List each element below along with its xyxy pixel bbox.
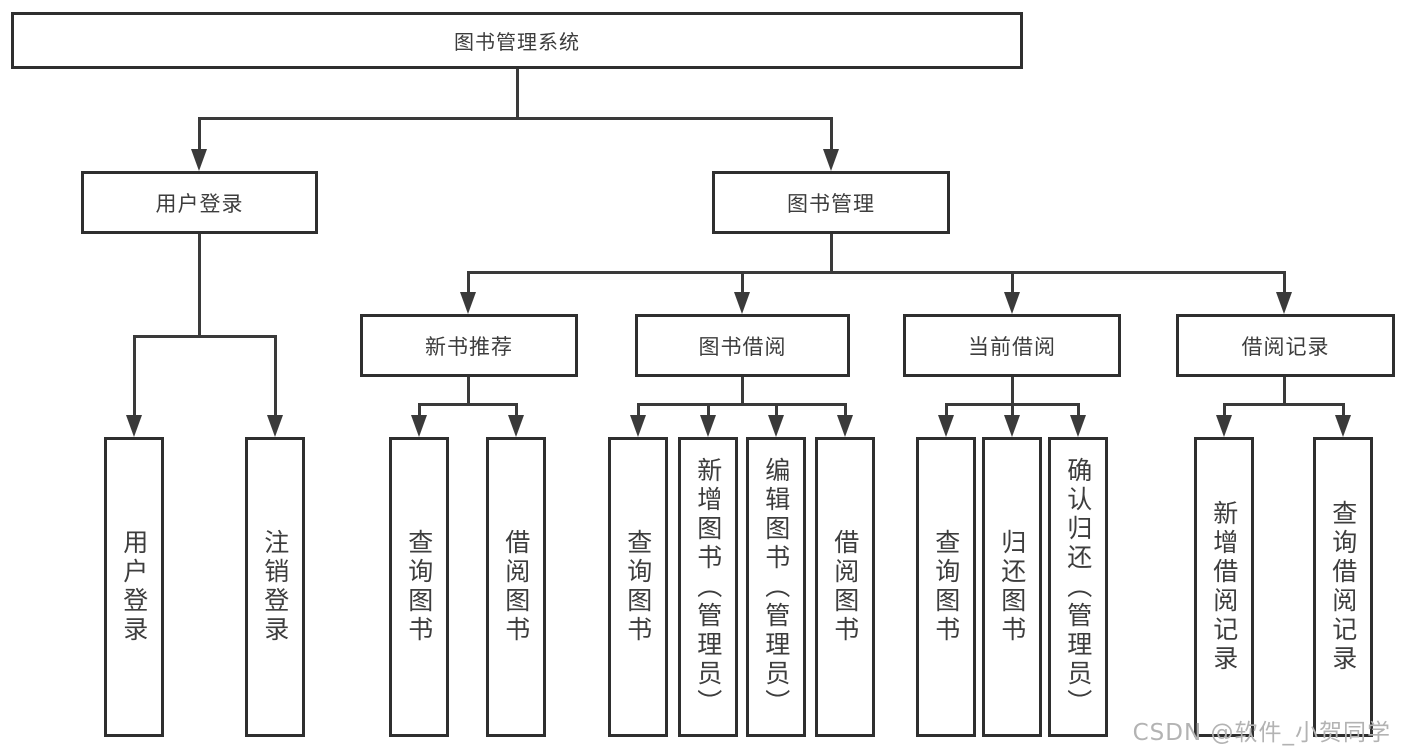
leaf-newbooks-query: 查询图书 (389, 437, 449, 737)
node-user-login-label: 用户登录 (155, 191, 244, 216)
arrowhead-icon (411, 415, 427, 437)
node-borrow-records: 借阅记录 (1176, 314, 1395, 377)
leaf-current-query-label: 查询图书 (931, 529, 961, 645)
connector-line (197, 116, 833, 120)
arrowhead-icon (938, 415, 954, 437)
csdn-watermark: CSDN @软件_小贺同学 (1132, 720, 1391, 746)
leaf-borrow-edit-book: 编辑图书（管理员） (746, 437, 806, 737)
connector-line (1010, 272, 1014, 296)
connector-line (1010, 404, 1014, 419)
node-new-book-recommend-label: 新书推荐 (425, 334, 513, 359)
connector-line (774, 404, 778, 419)
arrowhead-icon (734, 292, 750, 314)
arrowhead-icon (1216, 415, 1232, 437)
connector-line (466, 270, 1286, 274)
connector-line (273, 336, 277, 419)
leaf-newbooks-query-label: 查询图书 (404, 529, 434, 645)
leaf-current-return: 归还图书 (982, 437, 1042, 737)
connector-line (1222, 404, 1226, 419)
leaf-current-query: 查询图书 (916, 437, 976, 737)
connector-line (417, 404, 421, 419)
connector-line (706, 404, 710, 419)
leaf-borrow-add-book-label: 新增图书（管理员） (693, 456, 723, 718)
connector-line (1010, 377, 1014, 406)
leaf-current-confirm-return-label: 确认归还（管理员） (1063, 456, 1093, 718)
node-book-borrow: 图书借阅 (635, 314, 850, 377)
node-borrow-records-label: 借阅记录 (1241, 334, 1330, 359)
leaf-current-return-label: 归还图书 (997, 529, 1027, 645)
leaf-records-add-label: 新增借阅记录 (1209, 500, 1239, 674)
node-root: 图书管理系统 (11, 12, 1023, 69)
node-book-borrow-label: 图书借阅 (698, 334, 787, 359)
arrowhead-icon (126, 415, 142, 437)
node-book-management-label: 图书管理 (787, 191, 875, 216)
connector-line (829, 118, 833, 153)
connector-line (740, 377, 744, 406)
leaf-records-query: 查询借阅记录 (1313, 437, 1373, 737)
leaf-borrow-borrow-book: 借阅图书 (815, 437, 875, 737)
arrowhead-icon (1004, 292, 1020, 314)
arrowhead-icon (1335, 415, 1351, 437)
connector-line (740, 272, 744, 296)
connector-line (843, 404, 847, 419)
node-current-borrow: 当前借阅 (903, 314, 1121, 377)
connector-line (466, 272, 470, 296)
connector-line (514, 404, 518, 419)
leaf-logout-label: 注销登录 (260, 529, 290, 645)
node-current-borrow-label: 当前借阅 (968, 334, 1056, 359)
connector-line (197, 233, 201, 338)
connector-line (132, 336, 136, 419)
arrowhead-icon (630, 415, 646, 437)
leaf-newbooks-borrow: 借阅图书 (486, 437, 546, 737)
leaf-records-query-label: 查询借阅记录 (1328, 500, 1358, 674)
arrowhead-icon (768, 415, 784, 437)
leaf-current-confirm-return: 确认归还（管理员） (1048, 437, 1108, 737)
connector-line (1282, 377, 1286, 406)
connector-line (197, 118, 201, 153)
arrowhead-icon (508, 415, 524, 437)
leaf-borrow-edit-book-label: 编辑图书（管理员） (761, 456, 791, 718)
arrowhead-icon (191, 149, 207, 171)
leaf-borrow-borrow-book-label: 借阅图书 (830, 529, 860, 645)
leaf-records-add: 新增借阅记录 (1194, 437, 1254, 737)
arrowhead-icon (1070, 415, 1086, 437)
arrowhead-icon (267, 415, 283, 437)
leaf-user-login-label: 用户登录 (119, 529, 149, 645)
leaf-borrow-query-label: 查询图书 (623, 529, 653, 645)
connector-line (466, 377, 470, 406)
node-user-login: 用户登录 (81, 171, 318, 234)
connector-line (1076, 404, 1080, 419)
arrowhead-icon (837, 415, 853, 437)
node-new-book-recommend: 新书推荐 (360, 314, 578, 377)
connector-line (1341, 404, 1345, 419)
connector-line (636, 404, 640, 419)
arrowhead-icon (700, 415, 716, 437)
leaf-borrow-add-book: 新增图书（管理员） (678, 437, 738, 737)
connector-line (944, 402, 1080, 406)
connector-line (636, 402, 847, 406)
connector-line (132, 334, 277, 338)
arrowhead-icon (823, 149, 839, 171)
node-book-management: 图书管理 (712, 171, 950, 234)
leaf-user-login: 用户登录 (104, 437, 164, 737)
arrowhead-icon (460, 292, 476, 314)
connector-line (515, 68, 519, 119)
connector-line (829, 233, 833, 274)
connector-line (1282, 272, 1286, 296)
node-root-label: 图书管理系统 (454, 30, 580, 54)
leaf-logout: 注销登录 (245, 437, 305, 737)
leaf-newbooks-borrow-label: 借阅图书 (501, 529, 531, 645)
arrowhead-icon (1004, 415, 1020, 437)
connector-line (417, 402, 518, 406)
leaf-borrow-query: 查询图书 (608, 437, 668, 737)
connector-line (1222, 402, 1345, 406)
connector-line (944, 404, 948, 419)
arrowhead-icon (1276, 292, 1292, 314)
